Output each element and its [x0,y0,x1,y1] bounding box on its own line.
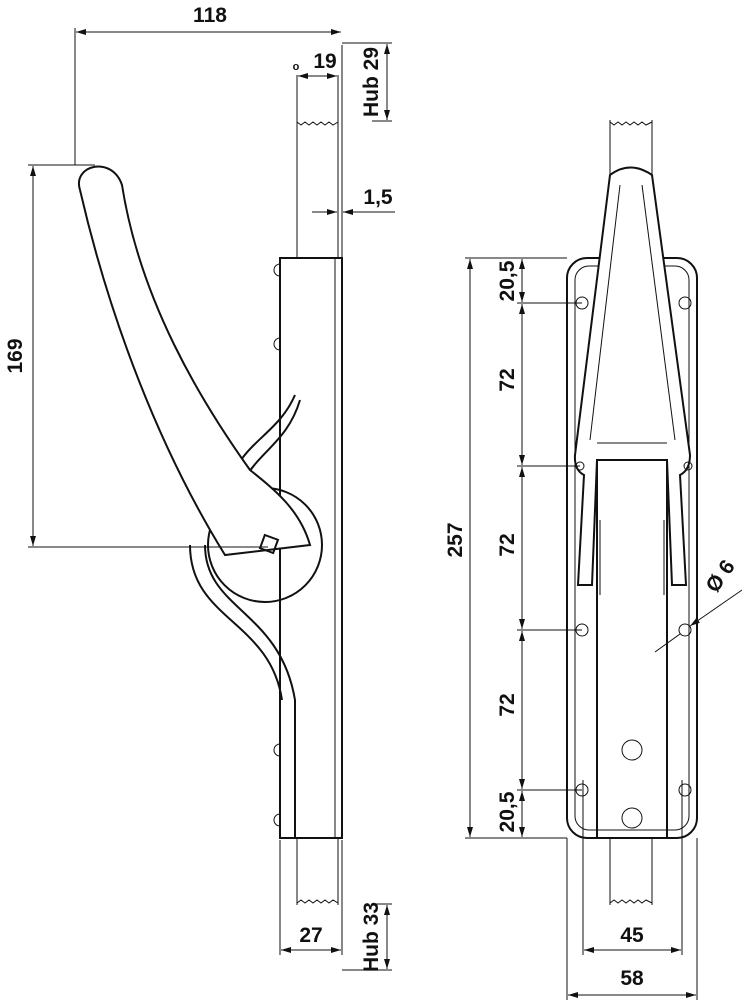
svg-text:72: 72 [496,368,519,391]
mounting-plate-side [279,45,343,839]
svg-text:72: 72 [496,533,519,556]
dim-hole-diameter: Ø 6 [654,556,743,653]
svg-text:1,5: 1,5 [363,186,393,209]
dim-hub-29: Hub 29 [342,42,392,122]
svg-text:20,5: 20,5 [496,791,519,832]
dim-19: o 19 [293,50,337,79]
dim-257: 257 [444,257,567,839]
dim-45: 45 [582,838,683,955]
svg-text:45: 45 [620,924,644,947]
lever-front [596,459,668,839]
dim-1-5: 1,5 [312,186,395,215]
svg-text:Ø 6: Ø 6 [702,556,740,597]
svg-text:20,5: 20,5 [496,260,519,301]
dim-58: 58 [566,838,698,1000]
svg-text:72: 72 [496,693,519,716]
dim-27: 27 [279,840,343,955]
handle-front [573,166,692,586]
strap-top-front [609,120,653,175]
dim-label: 118 [193,4,227,27]
dim-hub-33: Hub 33 [342,902,392,972]
svg-text:169: 169 [4,338,27,373]
dim-118: 118 [74,4,341,165]
svg-text:o: o [293,61,300,73]
side-view: 118 o 19 Hub 29 1,5 169 [4,4,395,972]
svg-text:257: 257 [444,522,467,557]
dim-hole-spacing: 20,5 72 72 72 20,5 [496,259,582,837]
handle [77,165,323,603]
dim-169: 169 [4,164,268,548]
rivets [273,263,281,827]
strap-bottom [296,838,339,905]
svg-text:19: 19 [313,50,336,73]
strap-top [296,75,339,258]
front-view: 257 20,5 72 72 72 20,5 Ø 6 45 [444,120,743,1000]
svg-text:Hub 33: Hub 33 [360,902,383,972]
strap-bottom-front [609,838,653,905]
svg-text:58: 58 [620,967,644,990]
svg-text:27: 27 [299,924,322,947]
svg-text:Hub 29: Hub 29 [360,47,383,117]
